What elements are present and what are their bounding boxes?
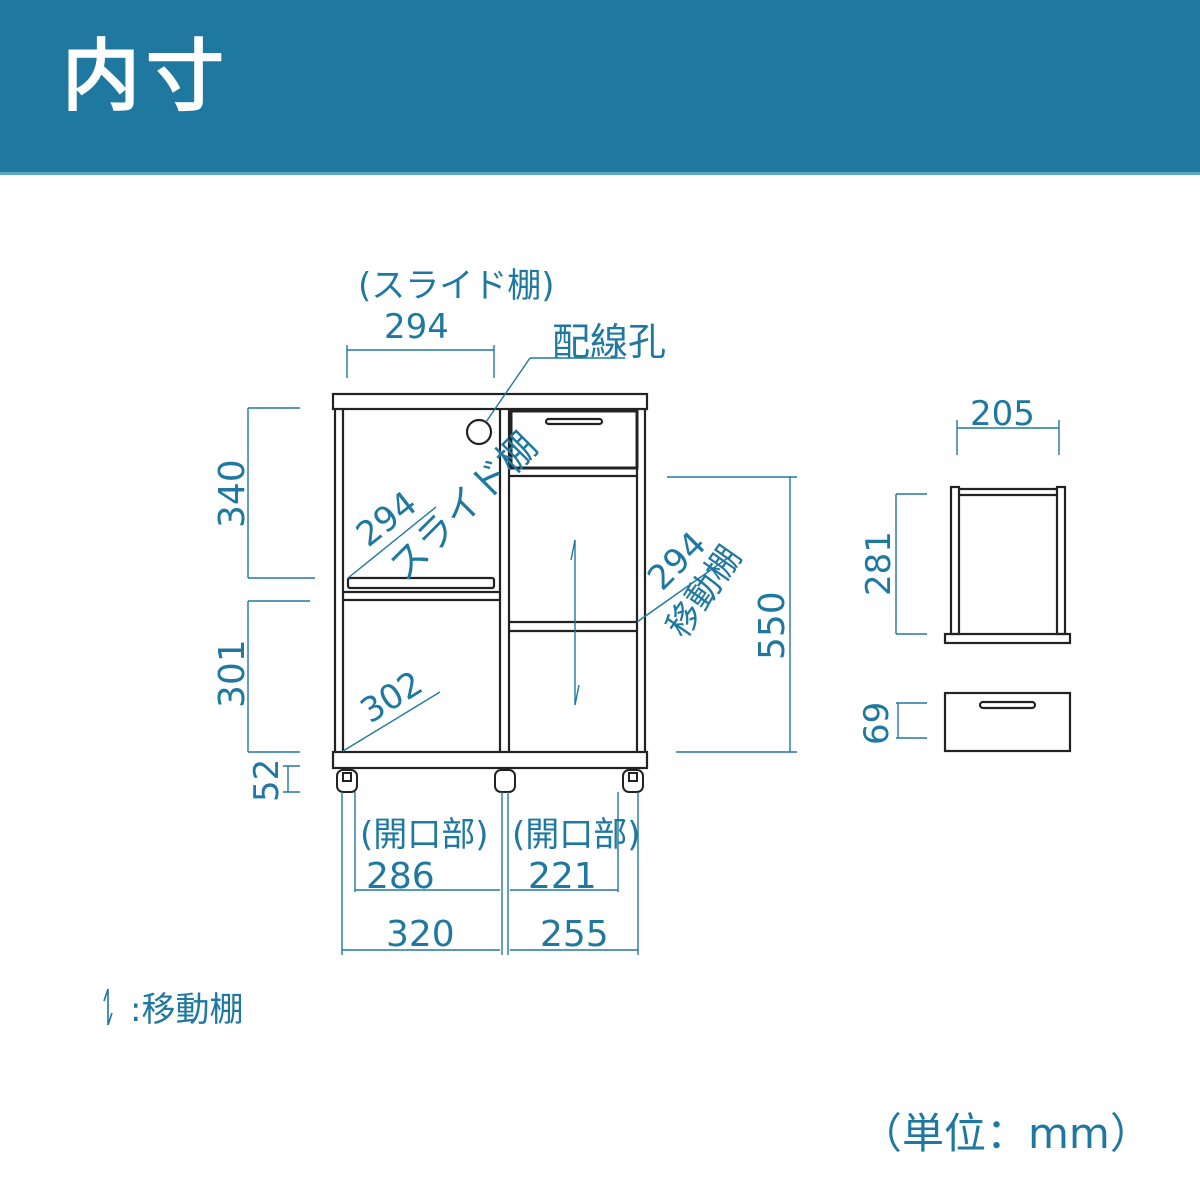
slide-shelf-caption: (スライド棚): [358, 266, 555, 306]
movable-arrow-icon: [103, 988, 113, 1025]
header-divider: [0, 172, 1200, 175]
drawer-side-view: [943, 485, 1072, 645]
cabinet-front-view: [331, 392, 649, 770]
caster-height-label: 52: [247, 759, 287, 802]
dimension-lines: [247, 345, 1060, 955]
upper-height-label: 340: [212, 459, 253, 528]
slide-shelf-top-width: 294: [384, 307, 449, 347]
inner-right-width: 255: [540, 914, 609, 955]
opening-right-width: 221: [528, 856, 597, 897]
opening-left-caption: (開口部): [360, 815, 489, 855]
wiring-hole-label: 配線孔: [552, 320, 666, 364]
caster-wheels: [336, 769, 644, 793]
opening-left-width: 286: [366, 856, 435, 897]
right-height-label: 550: [752, 591, 793, 660]
lower-height-label: 301: [212, 639, 253, 708]
unit-note: （単位：mm）: [860, 1109, 1152, 1158]
header-banner: 内寸: [0, 0, 1200, 172]
drawer-front-view: [943, 691, 1072, 753]
inner-left-width: 320: [386, 914, 455, 955]
drawer-height-label: 69: [857, 702, 897, 745]
opening-right-caption: (開口部): [512, 815, 641, 855]
drawer-depth-label: 281: [859, 531, 899, 596]
page-title: 内寸: [62, 32, 231, 122]
drawer-width-label: 205: [970, 394, 1035, 434]
legend: :移動棚: [96, 982, 243, 1031]
legend-label: :移動棚: [130, 990, 244, 1030]
